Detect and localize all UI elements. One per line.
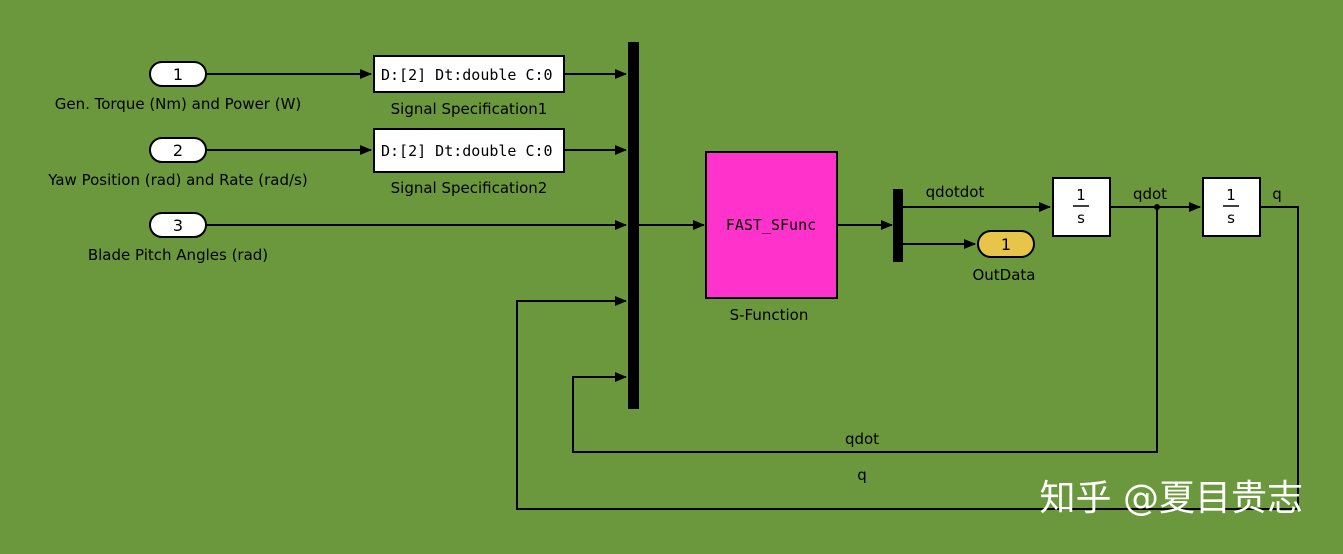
integrator-2-denominator: s	[1227, 209, 1235, 227]
inport-3-label: Blade Pitch Angles (rad)	[88, 246, 268, 264]
signal-spec-2-block[interactable]: D:[2] Dt:double C:0	[373, 128, 565, 173]
integrator-2-block[interactable]: 1 s	[1202, 177, 1261, 237]
signal-label-qdot-top: qdot	[1133, 185, 1167, 203]
signal-label-qdotdot: qdotdot	[926, 183, 985, 201]
branch-point	[1154, 204, 1160, 210]
signal-lines	[206, 69, 1299, 510]
integrator-1-denominator: s	[1077, 209, 1085, 227]
watermark-text: 知乎 @夏目贵志	[1040, 478, 1303, 519]
signal-spec-1-name: Signal Specification1	[391, 100, 548, 118]
demux-block[interactable]	[893, 189, 903, 262]
signal-spec-1-block[interactable]: D:[2] Dt:double C:0	[373, 55, 565, 93]
inport-3-number: 3	[173, 216, 183, 235]
inport-1-number: 1	[173, 65, 183, 84]
signal-spec-2-content: D:[2] Dt:double C:0	[381, 142, 553, 160]
outport-1-number: 1	[1001, 235, 1011, 254]
outport-1-name: OutData	[972, 266, 1035, 284]
inport-1[interactable]: 1	[149, 61, 207, 87]
inport-2-number: 2	[173, 141, 183, 160]
signal-label-qdot-feedback: qdot	[845, 430, 879, 448]
inport-2[interactable]: 2	[149, 137, 207, 163]
integrator-1-numerator: 1	[1076, 186, 1086, 204]
outport-1[interactable]: 1	[977, 230, 1035, 258]
sfunction-block[interactable]: FAST_SFunc	[705, 151, 838, 299]
sfunction-content: FAST_SFunc	[726, 216, 816, 234]
signal-spec-2-name: Signal Specification2	[391, 179, 548, 197]
signal-label-q-top: q	[1272, 185, 1282, 203]
integrator-1-block[interactable]: 1 s	[1052, 177, 1111, 237]
integrator-2-numerator: 1	[1226, 186, 1236, 204]
line-qdot-feedback[interactable]	[572, 207, 1158, 453]
inport-2-label: Yaw Position (rad) and Rate (rad/s)	[47, 171, 307, 189]
inport-1-label: Gen. Torque (Nm) and Power (W)	[55, 95, 302, 113]
line-q-feedback[interactable]	[516, 206, 1299, 510]
inport-3[interactable]: 3	[149, 212, 207, 238]
mux-block[interactable]	[628, 42, 639, 409]
signal-label-q-feedback: q	[857, 466, 867, 484]
sfunction-name: S-Function	[730, 306, 809, 324]
signal-spec-1-content: D:[2] Dt:double C:0	[381, 66, 553, 84]
